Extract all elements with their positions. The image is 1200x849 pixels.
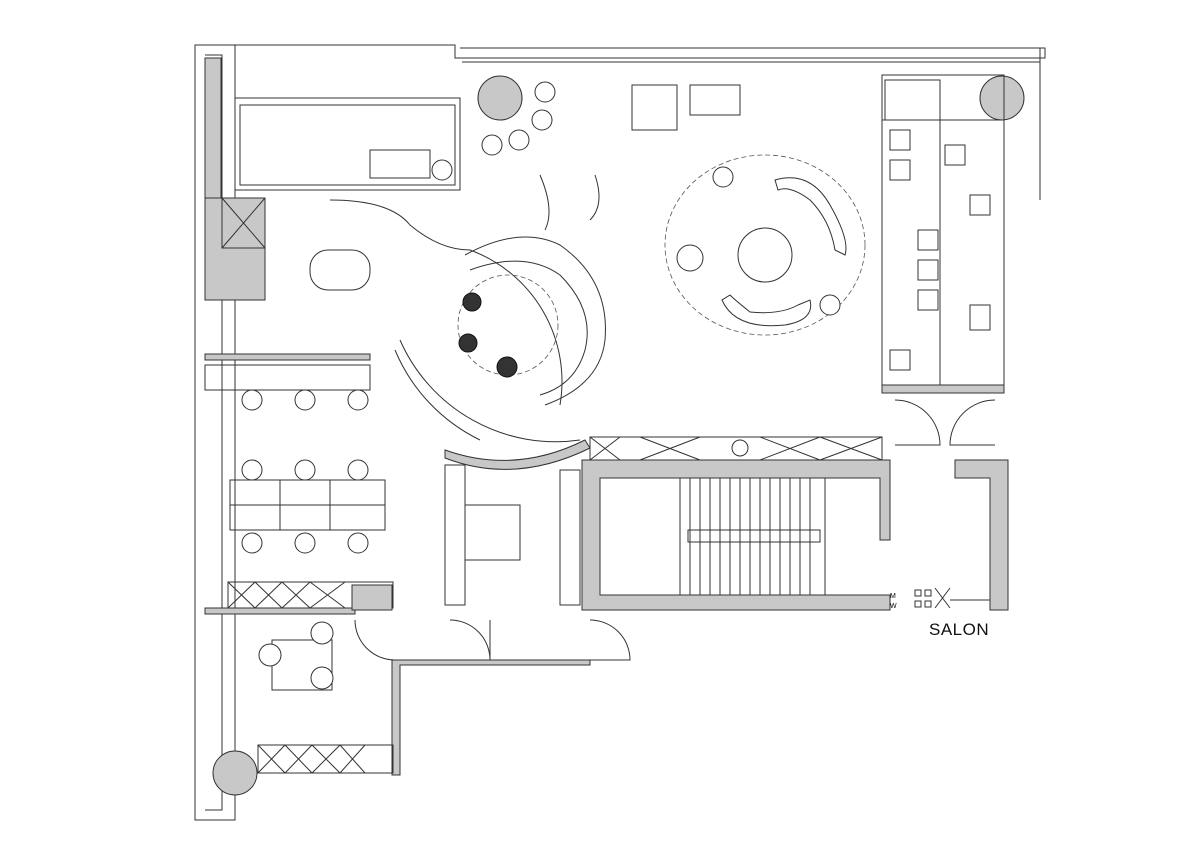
mens-label: M (890, 593, 896, 600)
lounge-area (664, 154, 866, 336)
columns (212, 75, 1025, 796)
right-storage (881, 74, 1005, 386)
reception-desk (329, 199, 606, 470)
open-office (204, 364, 394, 774)
core-walls (204, 197, 1009, 776)
stairs (589, 436, 883, 596)
doors (354, 174, 996, 661)
exterior-walls (194, 44, 1046, 821)
table (309, 249, 371, 291)
meeting-room (444, 464, 581, 661)
womens-label: W (890, 603, 897, 610)
room-label-salon: SALON (929, 620, 990, 639)
lounge-chairs (369, 81, 741, 181)
restroom-fixtures (914, 587, 990, 609)
